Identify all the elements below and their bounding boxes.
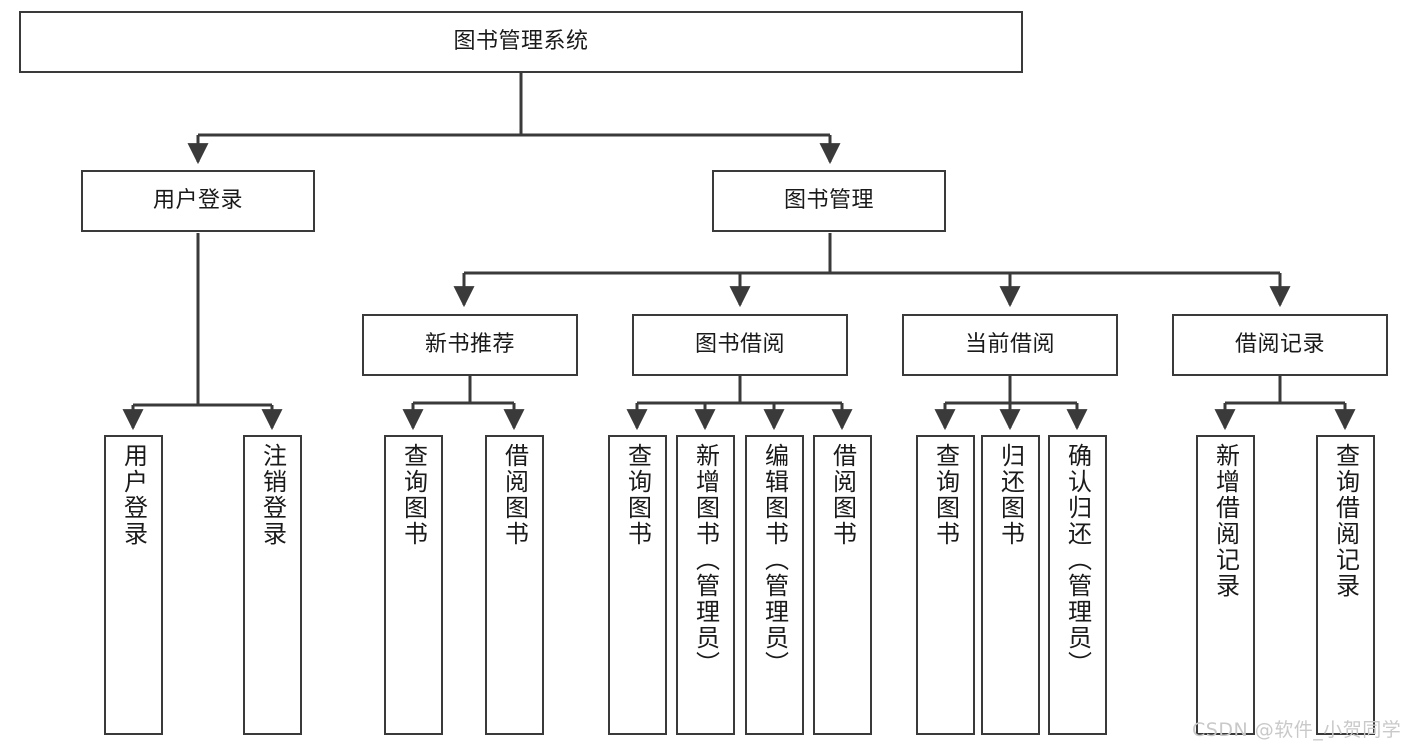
node-leaf-query-book-3[interactable]: 查询图书 bbox=[916, 435, 975, 735]
node-leaf-add-record[interactable]: 新增借阅记录 bbox=[1196, 435, 1255, 735]
node-leaf-return-book-label: 归还图书 bbox=[996, 443, 1025, 547]
node-new-book-rec-label: 新书推荐 bbox=[424, 331, 515, 357]
node-leaf-borrow-book-1[interactable]: 借阅图书 bbox=[485, 435, 544, 735]
node-leaf-edit-book[interactable]: 编辑图书（管理员） bbox=[745, 435, 804, 735]
node-leaf-query-record[interactable]: 查询借阅记录 bbox=[1316, 435, 1375, 735]
node-user-login[interactable]: 用户登录 bbox=[81, 170, 315, 232]
node-new-book-rec[interactable]: 新书推荐 bbox=[362, 314, 578, 376]
node-leaf-logout-label: 注销登录 bbox=[258, 443, 287, 547]
csdn-watermark: CSDN @软件_小贺同学 bbox=[1192, 719, 1402, 741]
node-current-borrow-label: 当前借阅 bbox=[964, 331, 1055, 357]
node-book-borrow-label: 图书借阅 bbox=[694, 331, 785, 357]
node-leaf-query-book-3-label: 查询图书 bbox=[931, 443, 960, 547]
node-leaf-query-book-2-label: 查询图书 bbox=[623, 443, 652, 547]
node-leaf-confirm-return-label: 确认归还（管理员） bbox=[1063, 443, 1092, 677]
node-borrow-record[interactable]: 借阅记录 bbox=[1172, 314, 1388, 376]
node-leaf-query-book-1-label: 查询图书 bbox=[399, 443, 428, 547]
node-user-login-label: 用户登录 bbox=[152, 187, 243, 213]
node-book-manage[interactable]: 图书管理 bbox=[712, 170, 946, 232]
node-leaf-query-record-label: 查询借阅记录 bbox=[1331, 443, 1360, 599]
node-borrow-record-label: 借阅记录 bbox=[1234, 331, 1325, 357]
node-leaf-query-book-1[interactable]: 查询图书 bbox=[384, 435, 443, 735]
node-root[interactable]: 图书管理系统 bbox=[19, 11, 1023, 73]
node-current-borrow[interactable]: 当前借阅 bbox=[902, 314, 1118, 376]
node-root-label: 图书管理系统 bbox=[453, 28, 589, 54]
node-book-manage-label: 图书管理 bbox=[783, 187, 874, 213]
node-leaf-borrow-book-2[interactable]: 借阅图书 bbox=[813, 435, 872, 735]
node-leaf-logout[interactable]: 注销登录 bbox=[243, 435, 302, 735]
node-leaf-user-login-label: 用户登录 bbox=[119, 443, 148, 547]
node-leaf-add-record-label: 新增借阅记录 bbox=[1211, 443, 1240, 599]
node-leaf-return-book[interactable]: 归还图书 bbox=[981, 435, 1040, 735]
node-leaf-borrow-book-2-label: 借阅图书 bbox=[828, 443, 857, 547]
node-leaf-borrow-book-1-label: 借阅图书 bbox=[500, 443, 529, 547]
node-leaf-user-login[interactable]: 用户登录 bbox=[104, 435, 163, 735]
node-leaf-query-book-2[interactable]: 查询图书 bbox=[608, 435, 667, 735]
node-leaf-add-book[interactable]: 新增图书（管理员） bbox=[676, 435, 735, 735]
node-leaf-edit-book-label: 编辑图书（管理员） bbox=[760, 443, 789, 677]
node-book-borrow[interactable]: 图书借阅 bbox=[632, 314, 848, 376]
node-leaf-add-book-label: 新增图书（管理员） bbox=[691, 443, 720, 677]
node-leaf-confirm-return[interactable]: 确认归还（管理员） bbox=[1048, 435, 1107, 735]
